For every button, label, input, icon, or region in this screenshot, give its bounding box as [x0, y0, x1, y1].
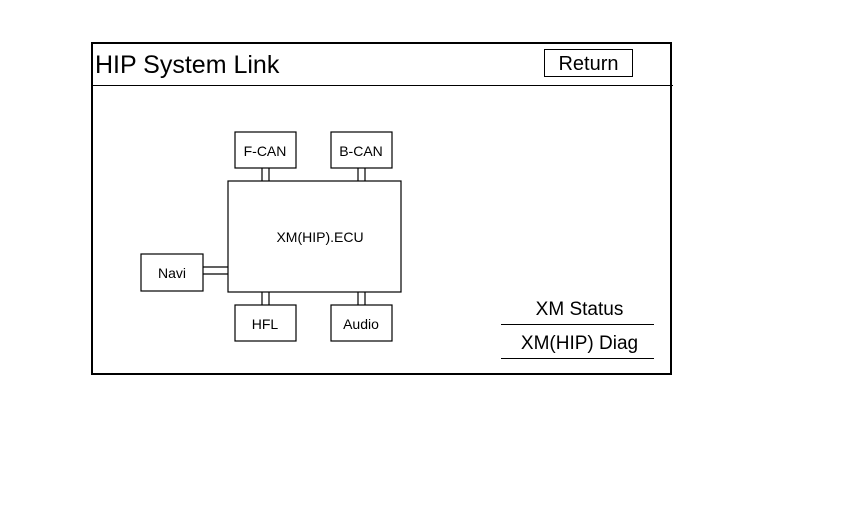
header-divider	[91, 85, 673, 86]
node-label-fcan: F-CAN	[244, 143, 287, 159]
node-label-hfl: HFL	[252, 316, 279, 332]
xm-status-underline	[501, 324, 654, 325]
xm-hip-diag-underline	[501, 358, 654, 359]
node-bcan: B-CAN	[330, 131, 393, 169]
ecu-label: XM(HIP).ECU	[276, 229, 363, 245]
page-title: HIP System Link	[95, 51, 280, 79]
dialog-frame: HIP System Link Return	[91, 42, 672, 375]
connector-bcan	[357, 168, 366, 181]
xm-status-link[interactable]: XM Status	[535, 299, 624, 320]
node-label-bcan: B-CAN	[339, 143, 383, 159]
node-hfl: HFL	[234, 304, 297, 342]
xm-hip-diag-link[interactable]: XM(HIP) Diag	[520, 333, 639, 354]
node-label-navi: Navi	[158, 265, 186, 281]
node-navi: Navi	[140, 253, 204, 292]
connector-audio	[357, 292, 366, 305]
connector-fcan	[261, 168, 270, 181]
connector-navi	[203, 266, 228, 275]
return-button[interactable]: Return	[544, 49, 633, 77]
ecu-block: XM(HIP).ECU	[227, 180, 402, 293]
node-fcan: F-CAN	[234, 131, 297, 169]
node-audio: Audio	[330, 304, 393, 342]
node-label-audio: Audio	[343, 316, 379, 332]
connector-hfl	[261, 292, 270, 305]
